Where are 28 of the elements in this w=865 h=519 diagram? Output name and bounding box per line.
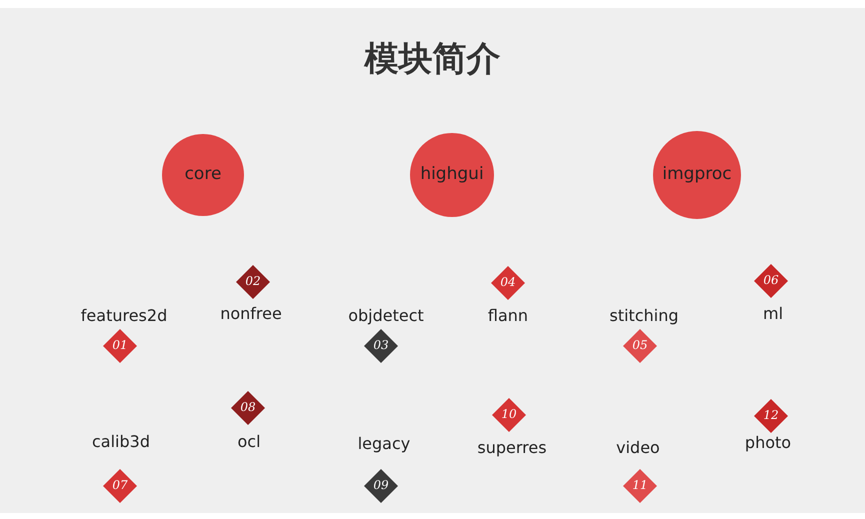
module-name: nonfree (219, 304, 283, 323)
title: 模块简介 (362, 38, 502, 81)
module-name: superres (476, 438, 548, 457)
module-name: ml (762, 304, 784, 323)
number-label: 04 (499, 275, 517, 289)
number-label: 11 (631, 478, 649, 492)
number-label: 08 (239, 400, 257, 414)
module-name: highgui (419, 164, 485, 184)
number-label: 12 (762, 408, 780, 422)
number-label: 03 (372, 338, 390, 352)
module-name: video (615, 438, 661, 457)
number-label: 05 (631, 338, 649, 352)
number-label: 07 (111, 478, 129, 492)
number-label: 02 (244, 274, 262, 288)
module-name: legacy (356, 434, 412, 453)
module-name: core (184, 164, 222, 184)
number-label: 06 (762, 273, 780, 287)
module-name: imgproc (661, 164, 733, 184)
module-name: photo (744, 433, 792, 452)
number-label: 09 (372, 478, 390, 492)
number-label: 10 (500, 407, 518, 421)
module-name: calib3d (91, 432, 151, 451)
module-name: ocl (236, 432, 262, 451)
number-label: 01 (111, 338, 129, 352)
module-name: objdetect (347, 306, 425, 325)
module-name: features2d (80, 306, 168, 325)
module-name: stitching (608, 306, 680, 325)
module-name: flann (486, 306, 530, 325)
